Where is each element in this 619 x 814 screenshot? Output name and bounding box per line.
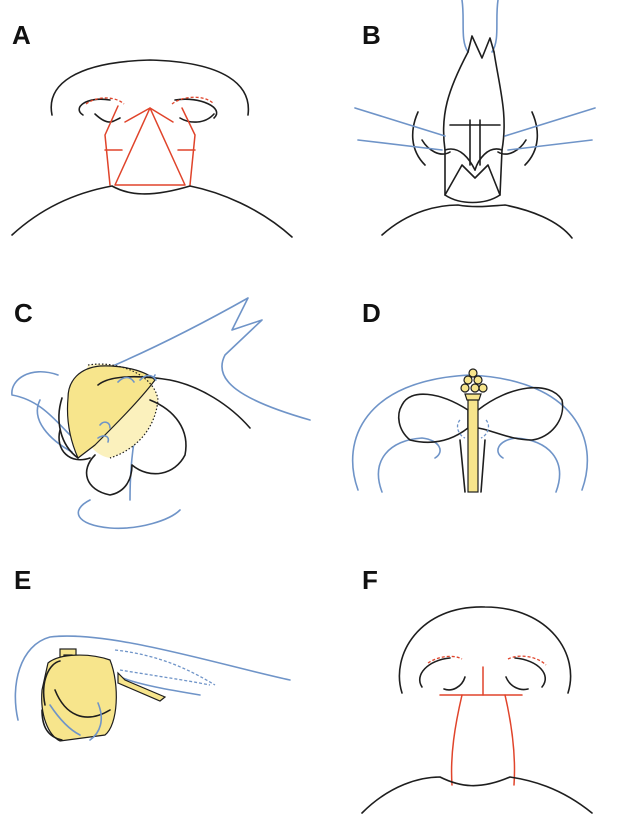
panel-a-drawing: [0, 0, 309, 250]
panel-e: E: [0, 555, 309, 814]
panel-d-drawing: [310, 280, 619, 535]
panel-c-drawing: [0, 280, 309, 535]
panel-b: B: [310, 0, 619, 250]
panel-d: D: [310, 280, 619, 535]
panel-c: C: [0, 280, 309, 535]
panel-e-drawing: [0, 555, 309, 814]
panel-a: A: [0, 0, 309, 250]
panel-f: F: [310, 555, 619, 814]
panel-f-drawing: [310, 555, 619, 814]
panel-b-drawing: [310, 0, 619, 250]
